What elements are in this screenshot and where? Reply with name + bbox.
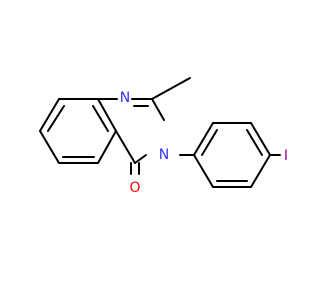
atom-n3: N xyxy=(159,147,169,163)
atom-i: I xyxy=(284,148,288,164)
bond-c2-methyl xyxy=(151,77,191,100)
atom-o: O xyxy=(129,180,140,196)
quinazolinone-structure: N N O I xyxy=(39,77,288,196)
bond-c4a-c8a-inner xyxy=(92,105,109,132)
pyrimidinone-ring xyxy=(97,77,195,175)
bond-ar3-ar4 xyxy=(250,122,271,156)
bond-c8-c7 xyxy=(39,98,60,132)
bond-c5-c4a xyxy=(97,130,117,164)
bond-c2-n3 xyxy=(151,98,165,121)
atom-n1: N xyxy=(120,90,130,106)
bond-ar1-ar2 xyxy=(193,122,214,156)
bond-ar6-ar1 xyxy=(193,154,214,188)
bond-n3-c4 xyxy=(134,154,147,164)
bond-ar4-ar5 xyxy=(250,154,271,188)
bond-c4-c4a xyxy=(115,130,136,164)
bond-c7-c6 xyxy=(39,130,60,164)
bond-c4a-c8a xyxy=(97,98,117,132)
bond-c8-c7-inner xyxy=(47,105,65,132)
iodophenyl-ring xyxy=(193,122,281,188)
benzene-ring xyxy=(39,98,117,164)
bond-ar1-ar2-inner xyxy=(201,129,218,156)
molecule-canvas: N N O I xyxy=(39,77,289,196)
bond-ar3-ar4-inner xyxy=(246,129,263,156)
